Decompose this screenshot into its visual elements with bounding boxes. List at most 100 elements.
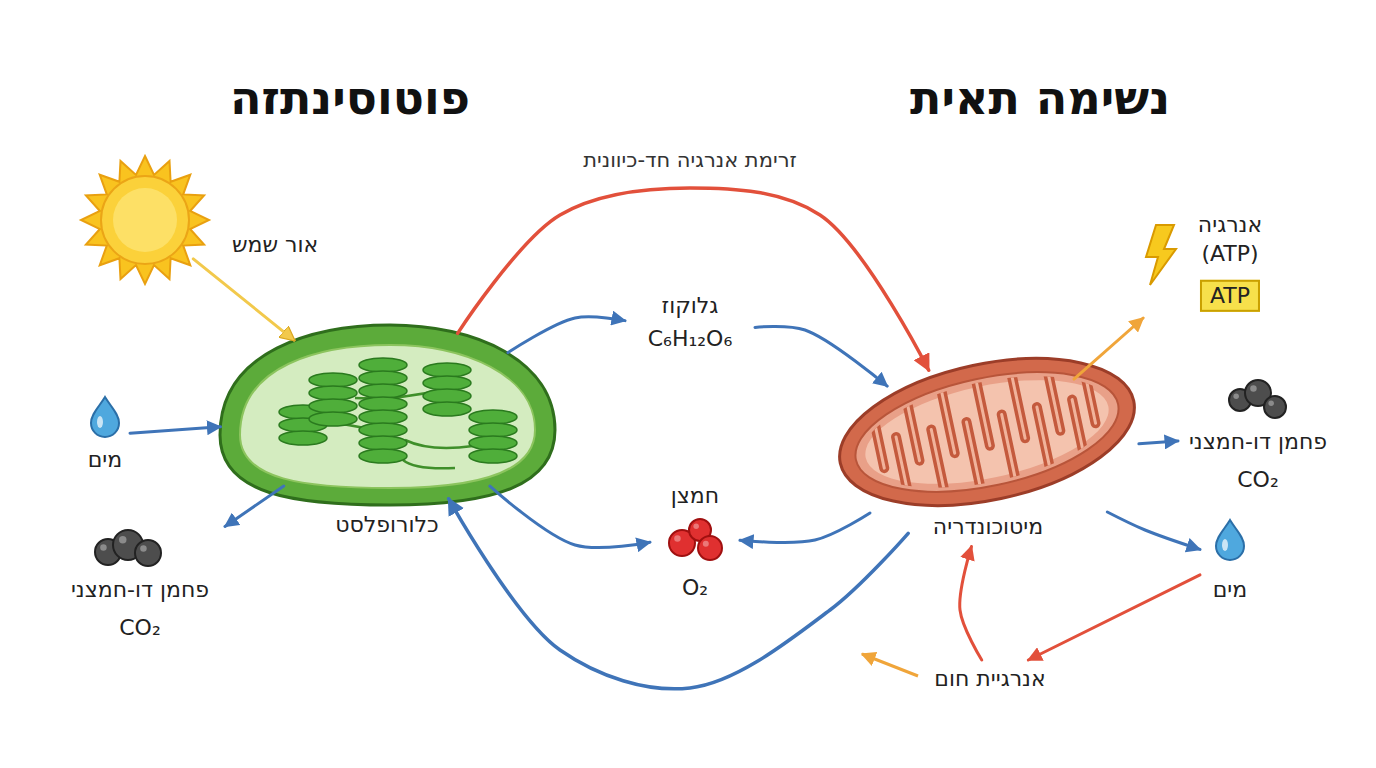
flow-arrow — [755, 326, 887, 386]
outer-membrane — [826, 334, 1148, 529]
thylakoid-disc — [423, 376, 471, 390]
organelle-label: כלורופלסט — [335, 511, 438, 540]
substance-label: גלוקוז — [662, 292, 719, 321]
thylakoid-disc — [359, 358, 407, 372]
glucose-node: גלוקוזC₆H₁₂O₆ — [625, 290, 755, 358]
chemical-formula: CO₂ — [119, 614, 161, 643]
chloroplast-stroma — [240, 345, 535, 488]
cristae-lumen — [869, 351, 1105, 513]
atom-shine — [693, 523, 699, 529]
thylakoid-disc — [469, 423, 517, 437]
granum-stack — [423, 363, 471, 416]
atom-shine — [119, 536, 127, 544]
drop-highlight — [97, 416, 103, 428]
atom-shine — [1233, 393, 1239, 399]
atom — [698, 536, 722, 560]
chloroplast-outer — [220, 325, 555, 505]
chloroplast-node: כלורופלסט — [215, 320, 560, 545]
thylakoid-disc — [359, 423, 407, 437]
flow-arrow — [1028, 575, 1200, 660]
atp-badge: ATP — [1200, 280, 1260, 312]
section-heading: פוטוסינתזה — [230, 71, 470, 125]
inner-membrane — [845, 351, 1130, 512]
flow-arrow — [740, 513, 870, 542]
drop-body — [1216, 520, 1244, 560]
chemical-formula: O₂ — [682, 574, 708, 603]
thylakoid-disc — [309, 373, 357, 387]
substance-label: חמצן — [671, 482, 719, 511]
substance-label: פחמן דו-חמצני — [1189, 428, 1327, 457]
cristae — [869, 351, 1105, 513]
thylakoid-disc — [309, 412, 357, 426]
sun-glow — [113, 188, 177, 252]
water-drop — [91, 397, 119, 437]
substance-label: פחמן דו-חמצני — [71, 576, 209, 605]
molecule-icon — [669, 519, 722, 560]
flow-arrow — [458, 188, 929, 370]
energy-bolt — [1146, 225, 1176, 285]
flow-arrow — [449, 499, 909, 689]
oxygen-node: חמצן O₂ — [650, 478, 740, 603]
granum-stack — [309, 373, 357, 426]
flow-arrow — [1139, 441, 1178, 444]
node-illustration — [215, 320, 560, 545]
sun-node: אור שמש — [80, 155, 210, 285]
atom-shine — [703, 541, 709, 547]
mitochondrion-body — [826, 334, 1148, 529]
organelle-label: מיטוכונדריה — [933, 513, 1043, 542]
thylakoid-disc — [469, 410, 517, 424]
thylakoid-disc — [423, 363, 471, 377]
edges-group — [130, 188, 1200, 689]
atp-energy-node: אנרגיה (ATP) ATP — [1130, 200, 1290, 318]
heat-energy-node: אנרגיית חום — [915, 660, 1065, 698]
atom — [135, 540, 161, 566]
thylakoid-disc — [359, 436, 407, 450]
atom-shine — [140, 545, 147, 552]
output-label: אנרגיית חום — [934, 665, 1045, 694]
flow-arrow — [490, 486, 650, 547]
cristae-fold — [869, 351, 1105, 513]
thylakoid-disc — [423, 402, 471, 416]
sun-group — [81, 156, 209, 284]
thylakoid-disc — [423, 389, 471, 403]
flow-arrow — [960, 546, 982, 660]
thylakoid-disc — [359, 410, 407, 424]
atom — [1264, 396, 1286, 418]
thylakoid-disc — [309, 399, 357, 413]
thylakoid-disc — [469, 449, 517, 463]
lamellae — [310, 390, 473, 468]
thylakoid-disc — [359, 371, 407, 385]
drop-highlight — [1222, 539, 1228, 551]
flow-arrow — [508, 317, 625, 353]
flow-arrow — [130, 427, 220, 433]
atom-shine — [1250, 385, 1257, 392]
heat-leader-arrow — [862, 654, 918, 676]
thylakoid-disc — [279, 431, 327, 445]
sun-rays — [81, 156, 209, 284]
molecule-icon — [95, 530, 161, 566]
carbon-dioxide-node: פחמן דו-חמצני CO₂ — [55, 525, 225, 645]
thylakoid-disc — [359, 384, 407, 398]
carbon-dioxide-node: פחמן דו-חמצניCO₂ — [1178, 375, 1338, 495]
substance-label: מים — [1213, 576, 1247, 605]
edge-label: זרימת אנרגיה חד-כיוונית — [583, 148, 797, 172]
sun-disc — [101, 176, 189, 264]
thylakoid-disc — [469, 436, 517, 450]
drop-body — [91, 397, 119, 437]
mitochondrion-node: מיטוכונדריה — [835, 352, 1145, 547]
flow-arrow — [193, 259, 294, 340]
bolt-shape — [1146, 225, 1176, 285]
output-label: אנרגיה (ATP) — [1184, 211, 1276, 268]
thylakoid-disc — [359, 449, 407, 463]
flow-arrow — [1107, 512, 1200, 549]
granum-stack — [469, 410, 517, 463]
thylakoid-disc — [359, 397, 407, 411]
granum-stack — [359, 358, 407, 463]
input-label: אור שמש — [232, 231, 318, 260]
thylakoid-disc — [309, 386, 357, 400]
atom-shine — [100, 544, 107, 551]
substance-label: מים — [88, 446, 122, 475]
atom-shine — [674, 535, 681, 542]
water-node: מים — [80, 395, 130, 475]
